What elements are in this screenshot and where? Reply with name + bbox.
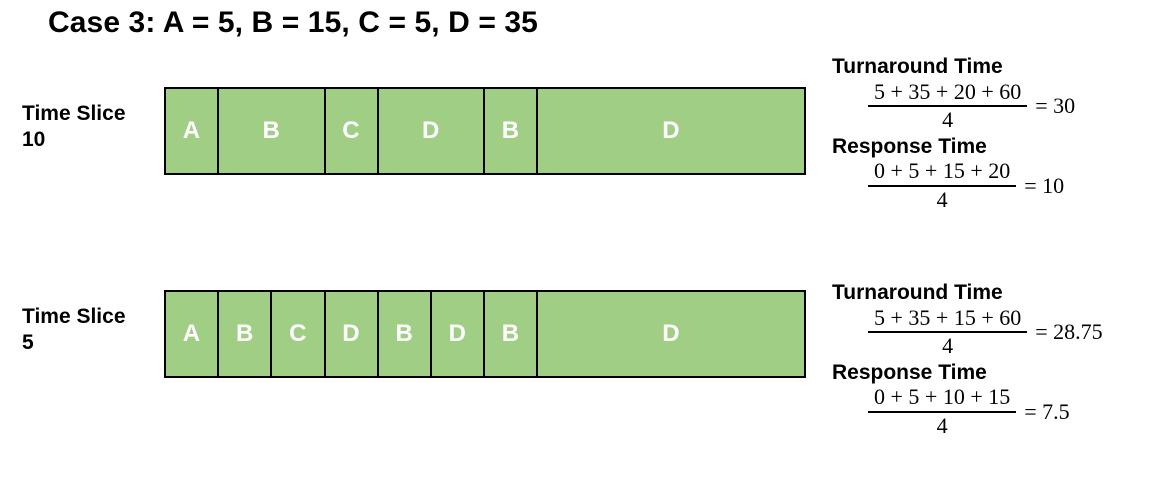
response-time-equation: 0 + 5 + 10 + 15 4 = 7.5	[832, 385, 1164, 437]
turnaround-time-result: = 30	[1035, 92, 1076, 118]
response-time-fraction: 0 + 5 + 15 + 20 4	[868, 158, 1017, 212]
timeline-block-b: B	[485, 292, 539, 376]
turnaround-time-equation: 5 + 35 + 15 + 60 4 = 28.75	[832, 304, 1164, 358]
timeline-block-b: B	[485, 89, 539, 173]
response-time-title: Response Time	[832, 134, 987, 158]
page-title: Case 3: A = 5, B = 15, C = 5, D = 35	[48, 6, 538, 39]
response-time-title: Response Time	[832, 360, 987, 384]
response-time-result: = 10	[1024, 172, 1065, 198]
turnaround-time-title: Turnaround Time	[832, 55, 1003, 78]
metrics-panel-time-slice-5: Turnaround Time 5 + 35 + 15 + 60 4 = 28.…	[832, 281, 1164, 441]
timeline-block-d: D	[378, 89, 485, 173]
turnaround-time-denominator: 4	[942, 106, 954, 132]
turnaround-time-title: Turnaround Time	[832, 281, 1003, 304]
response-time-denominator: 4	[936, 186, 948, 212]
turnaround-time-fraction: 5 + 35 + 20 + 60 4	[868, 78, 1028, 132]
timeline-block-c: C	[325, 89, 379, 173]
fraction-bar	[868, 184, 1017, 187]
timeline-block-a: A	[166, 89, 220, 173]
response-time-denominator: 4	[936, 412, 948, 438]
timeline-block-d: D	[538, 292, 804, 376]
turnaround-time-result: = 28.75	[1035, 318, 1103, 344]
row-label-line1: Time Slice	[22, 305, 126, 328]
row-label-line2: 10	[22, 127, 46, 151]
row-label-line2: 5	[22, 330, 34, 354]
response-time-numerator: 0 + 5 + 10 + 15	[874, 384, 1011, 410]
row-label-time-slice-5: Time Slice 5	[22, 304, 162, 355]
response-time-equation: 0 + 5 + 15 + 20 4 = 10	[832, 159, 1164, 211]
fraction-bar	[868, 330, 1028, 333]
turnaround-time-equation: 5 + 35 + 20 + 60 4 = 30	[832, 78, 1164, 132]
timeline-block-b: B	[378, 292, 432, 376]
response-time-result: = 7.5	[1024, 398, 1070, 424]
timeline-block-d: D	[538, 89, 804, 173]
response-time-numerator: 0 + 5 + 15 + 20	[874, 158, 1011, 184]
fraction-bar	[868, 410, 1017, 413]
response-time-fraction: 0 + 5 + 10 + 15 4	[868, 384, 1017, 438]
timeline-block-c: C	[272, 292, 326, 376]
metrics-panel-time-slice-10: Turnaround Time 5 + 35 + 20 + 60 4 = 30 …	[832, 55, 1164, 215]
turnaround-time-fraction: 5 + 35 + 15 + 60 4	[868, 304, 1028, 358]
timeline-block-d: D	[431, 292, 486, 376]
turnaround-time-numerator: 5 + 35 + 20 + 60	[874, 78, 1022, 104]
row-label-time-slice-10: Time Slice 10	[22, 101, 162, 152]
timeline-block-b: B	[219, 292, 273, 376]
turnaround-time-numerator: 5 + 35 + 15 + 60	[874, 304, 1022, 330]
row-label-line1: Time Slice	[22, 102, 126, 125]
turnaround-time-denominator: 4	[942, 332, 954, 358]
timeline-block-b: B	[219, 89, 326, 173]
timeline-block-d: D	[325, 292, 379, 376]
timeline-block-a: A	[166, 292, 220, 376]
fraction-bar	[868, 104, 1028, 107]
